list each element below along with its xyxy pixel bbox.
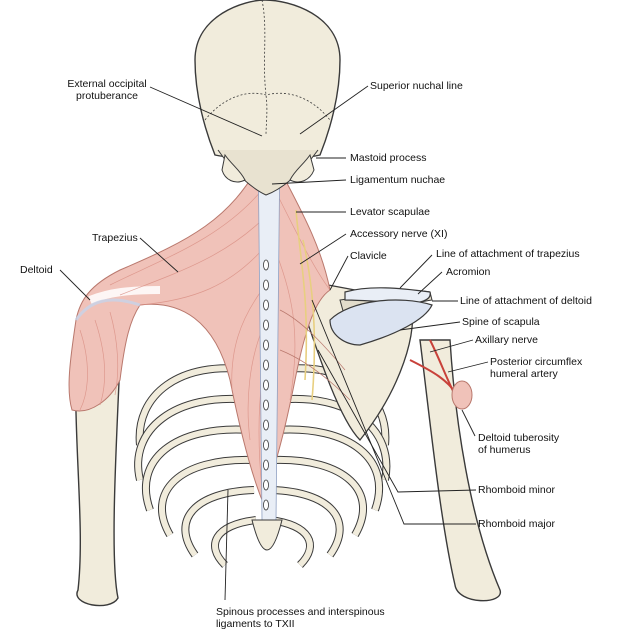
label-superior-nuchal-line: Superior nuchal line [370,80,463,92]
humerus-right [419,339,501,602]
label-clavicle: Clavicle [350,250,387,262]
leader-lines [59,85,489,601]
label-acromion: Acromion [446,266,491,278]
label-rhomboid-major: Rhomboid major [478,518,556,530]
label-levator-scapulae: Levator scapulae [350,206,430,218]
clavicle-acromion [329,287,433,346]
label-deltoid: Deltoid [20,264,53,276]
label-deltoid-tuberosity: Deltoid tuberosity of humerus [478,432,560,456]
label-axillary-nerve: Axillary nerve [475,334,539,346]
label-line-attachment-trapezius: Line of attachment of trapezius [436,248,580,260]
label-rhomboid-minor: Rhomboid minor [478,484,556,496]
label-mastoid-process: Mastoid process [350,152,427,164]
label-accessory-nerve: Accessory nerve (XI) [350,228,448,240]
label-line-attachment-deltoid: Line of attachment of deltoid [460,295,592,307]
skull [194,0,341,196]
label-ligamentum-nuchae: Ligamentum nuchae [350,174,446,186]
label-spinous-processes: Spinous processes and interspinous ligam… [216,606,385,630]
accessory-nerve [295,209,316,401]
label-posterior-circumflex-humeral-artery: Posterior circumflex humeral artery [490,356,583,380]
spine [251,139,283,551]
label-external-occipital-protuberance: External occipital protuberance [67,78,147,102]
mastoid-processes [221,153,315,183]
deltoid-tuberosity-mark [451,380,473,410]
label-trapezius: Trapezius [92,232,138,244]
label-spine-of-scapula: Spine of scapula [462,316,540,328]
